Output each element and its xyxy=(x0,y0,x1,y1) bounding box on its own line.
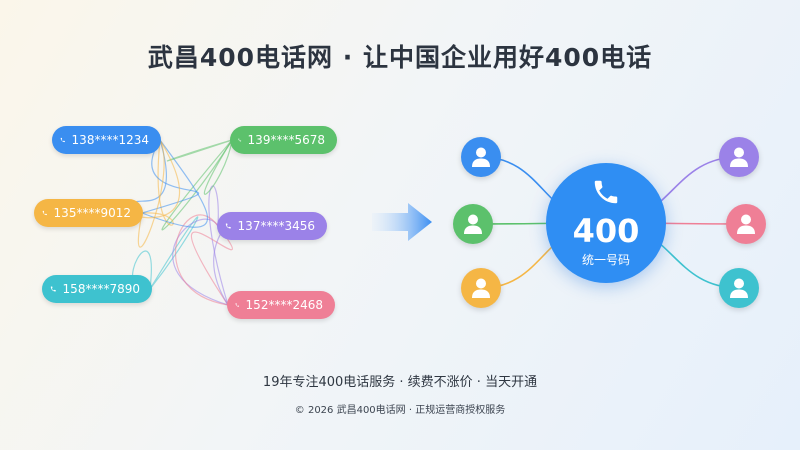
tangle-line xyxy=(208,185,229,306)
phone-icon xyxy=(235,303,239,307)
tangle-line xyxy=(161,139,233,231)
phone-number-text: 135****9012 xyxy=(53,206,131,220)
phone-number-pill: 137****3456 xyxy=(217,212,327,240)
hub-number: 400 xyxy=(572,212,640,250)
phone-icon xyxy=(225,223,231,229)
phone-number-text: 152****2468 xyxy=(245,298,323,312)
tangle-line xyxy=(174,214,229,306)
phone-icon xyxy=(50,286,56,292)
user-node xyxy=(719,137,759,177)
user-node xyxy=(461,137,501,177)
user-icon xyxy=(730,147,748,167)
arrow-right-icon xyxy=(372,203,432,241)
phone-number-pill: 138****1234 xyxy=(52,126,161,154)
phone-number-pill: 139****5678 xyxy=(230,126,337,154)
copyright-text: © 2026 武昌400电话网 · 正规运营商授权服务 xyxy=(294,405,506,416)
tangle-line xyxy=(149,216,199,290)
phone-icon xyxy=(60,137,65,143)
phone-number-pill: 152****2468 xyxy=(227,291,335,319)
phone-icon xyxy=(42,210,47,216)
tangle-line xyxy=(137,139,165,248)
user-node xyxy=(726,204,766,244)
tangle-line xyxy=(166,139,233,162)
page-title: 武昌400电话网 · 让中国企业用好400电话 xyxy=(147,43,653,72)
tangle-line xyxy=(141,139,174,226)
phone-number-pill: 158****7890 xyxy=(42,275,152,303)
phone-number-text: 137****3456 xyxy=(237,219,315,233)
tangle-line xyxy=(141,139,208,228)
user-icon xyxy=(737,214,755,234)
phone-icon xyxy=(238,138,242,142)
hub-400-circle: 400 统一号码 xyxy=(546,163,666,283)
user-icon xyxy=(730,278,748,298)
user-icon xyxy=(472,147,490,167)
user-node xyxy=(453,204,493,244)
tangle-line xyxy=(141,139,199,214)
user-node xyxy=(461,268,501,308)
phone-number-pill: 135****9012 xyxy=(34,199,143,227)
phone-number-text: 138****1234 xyxy=(71,133,149,147)
user-icon xyxy=(464,214,482,234)
user-node xyxy=(719,268,759,308)
phone-number-text: 158****7890 xyxy=(62,282,140,296)
hub-label: 统一号码 xyxy=(581,253,630,267)
phone-number-text: 139****5678 xyxy=(247,133,325,147)
tagline: 19年专注400电话服务 · 续费不涨价 · 当天开通 xyxy=(262,375,538,390)
tangle-line xyxy=(172,218,229,306)
tangle-line xyxy=(203,139,233,195)
user-icon xyxy=(472,278,490,298)
tangle-line xyxy=(190,225,233,306)
phone-icon xyxy=(594,180,618,204)
